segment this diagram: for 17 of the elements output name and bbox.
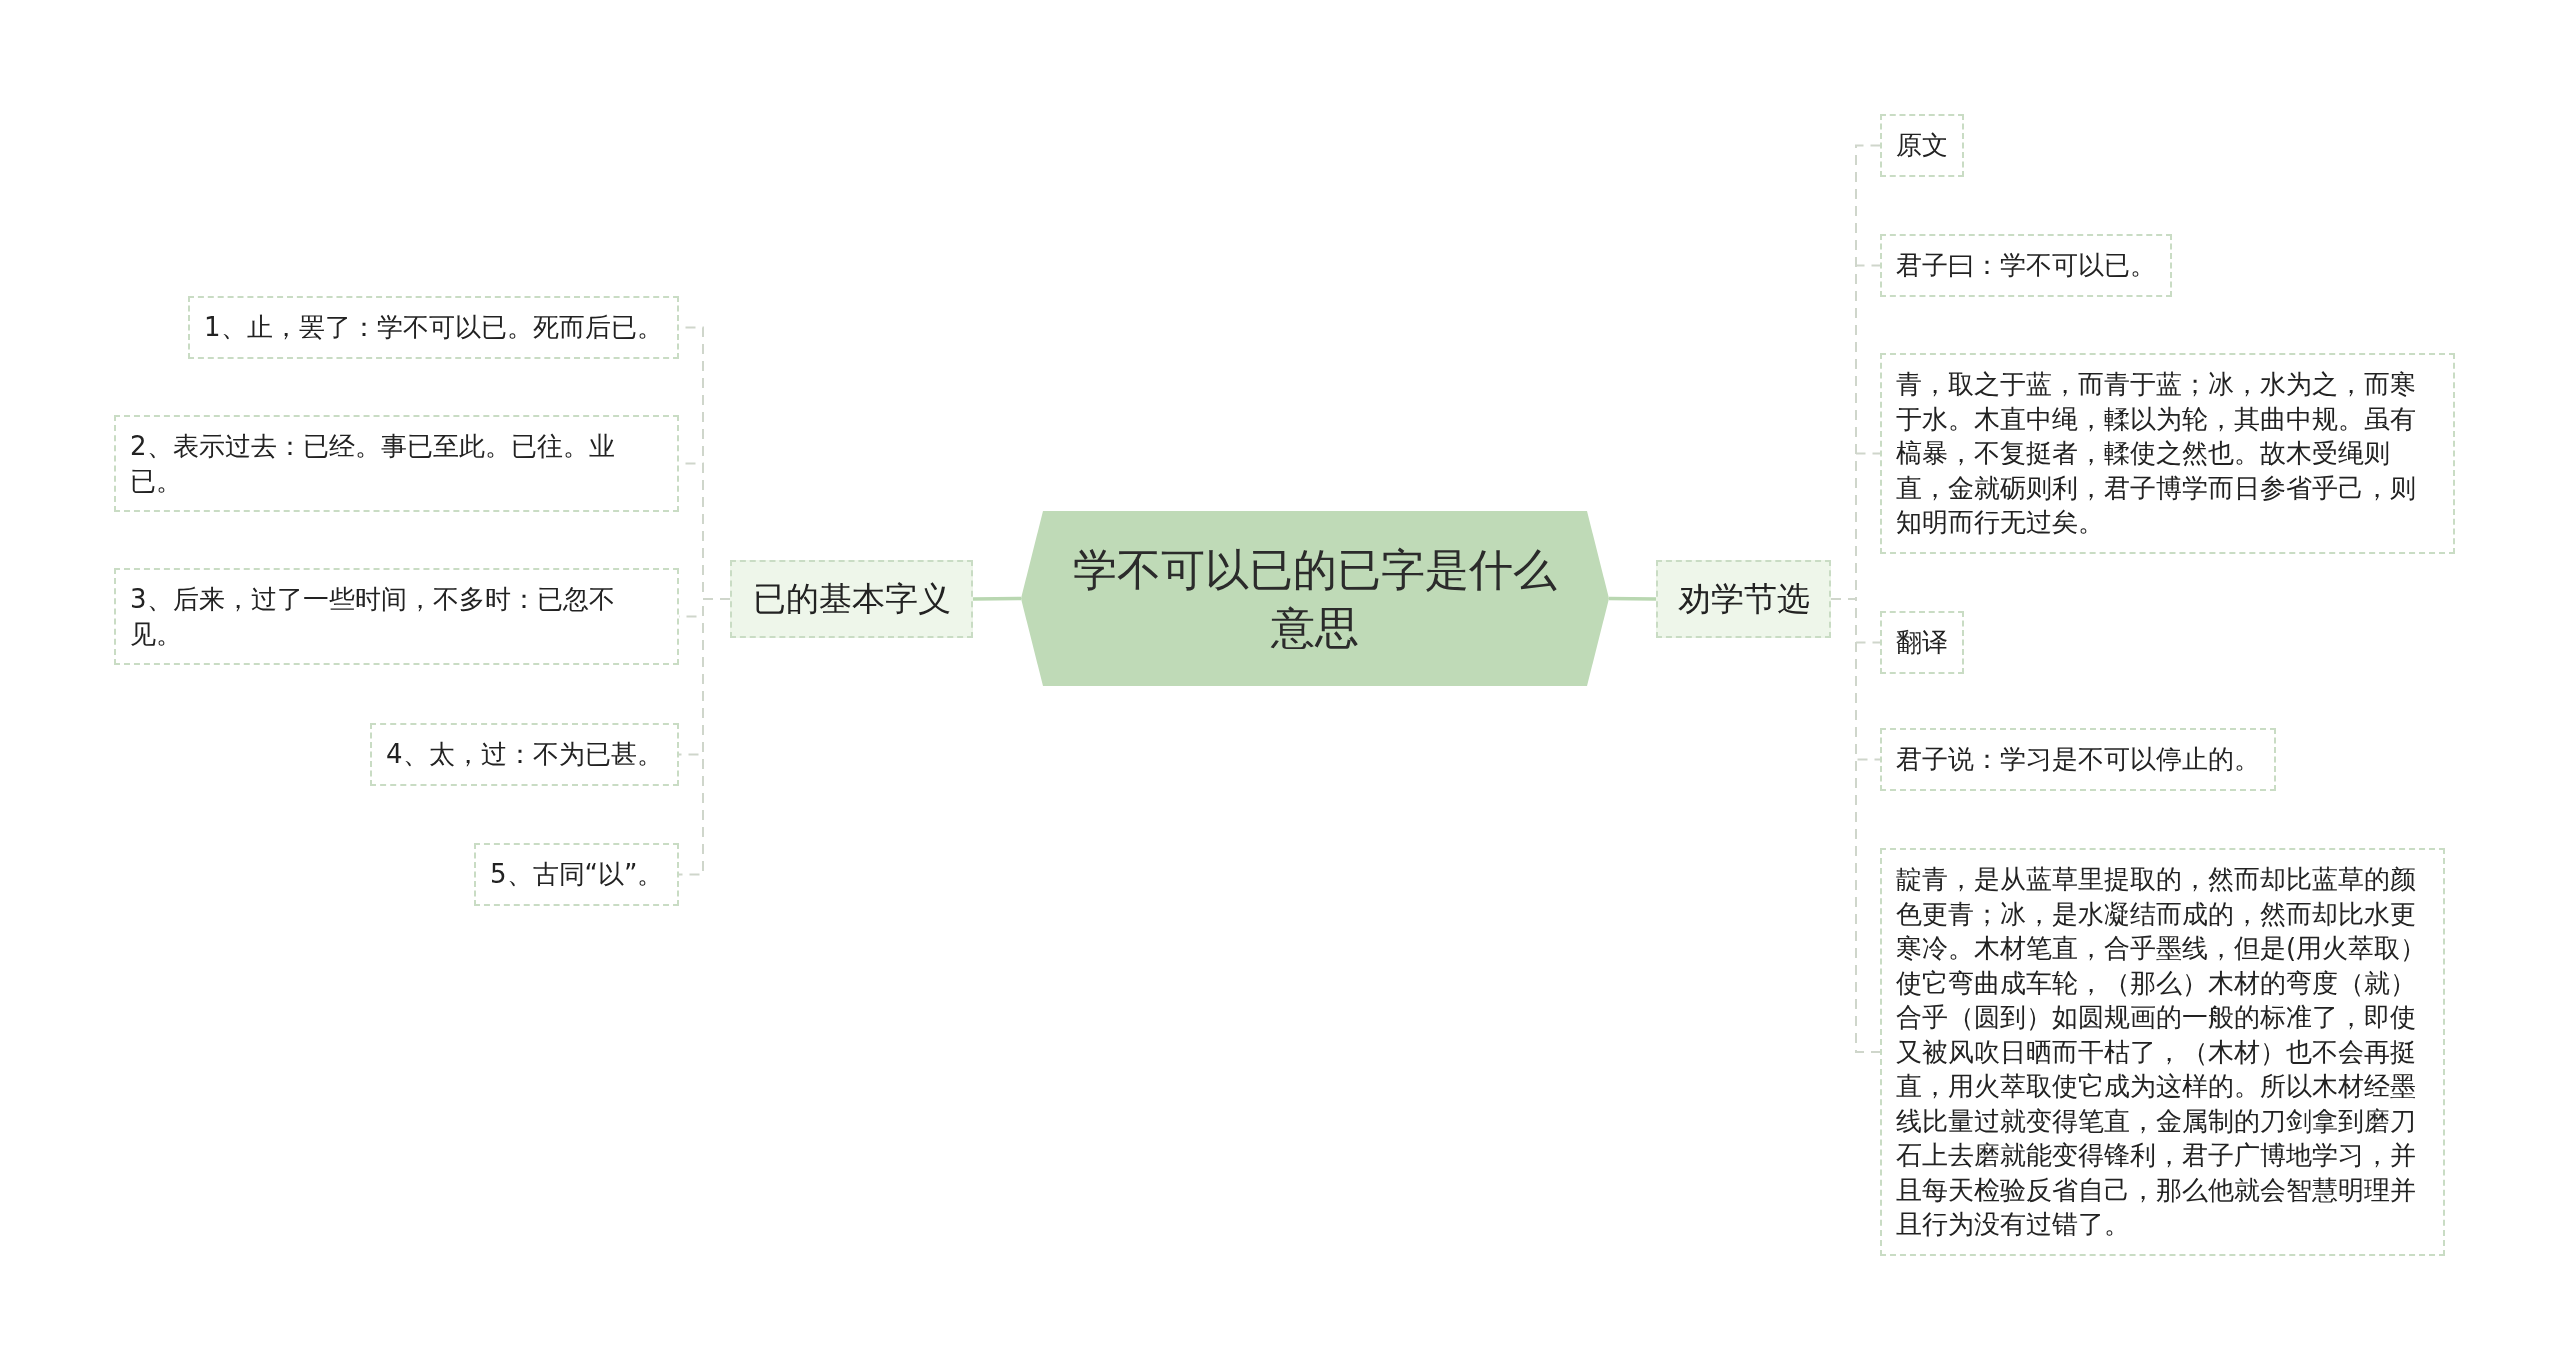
text-box: 青，取之于蓝，而青于蓝；冰，水为之，而寒于水。木直中绳，輮以为轮，其曲中规。虽有槁暴，不复挺者，輮使之然也。故木受绳则直，金就砺则利，君子博学而日参省乎己，则知明而行无过矣。 <box>1880 353 2455 554</box>
text-box: 2、表示过去：已经。事已至此。已往。业已。 <box>114 415 679 512</box>
text-box: 靛青，是从蓝草里提取的，然而却比蓝草的颜色更青；冰，是水凝结而成的，然而却比水更寒冷。木材笔直，合乎墨线，但是(用火萃取）使它弯曲成车轮，（那么）木材的弯度（就）合乎（圆到）如圆规画的一般的标准了，即使又被风吹日晒而干枯了，（木材）也不会再挺直，用火萃取使它成为这样的。所以木材经墨线比量过就变得笔直，金属制的刀剑拿到磨刀石上去磨就能变得锋利，君子广博地学习，并且每天检验反省自己，那么他就会智慧明理并且行为没有过错了。 <box>1880 848 2445 1256</box>
connector-line <box>973 596 1021 601</box>
text-box: 5、古同“以”。 <box>474 843 680 906</box>
text-box: 君子说：学习是不可以停止的。 <box>1880 728 2276 791</box>
topic-box: 劝学节选 <box>1656 560 1831 638</box>
text-box: 1、止，罢了：学不可以已。死而后已。 <box>188 296 679 359</box>
text-box: 翻译 <box>1880 611 1964 674</box>
connector-line <box>678 598 731 876</box>
central-topic: 学不可以已的已字是什么意思 <box>1021 511 1609 686</box>
text-box: 3、后来，过了一些时间，不多时：已忽不见。 <box>114 568 679 665</box>
connector-line <box>1609 596 1656 601</box>
topic-box: 已的基本字义 <box>730 560 973 638</box>
text-box: 原文 <box>1880 114 1964 177</box>
text-box: 4、太，过：不为已甚。 <box>370 723 679 786</box>
text-box: 君子曰：学不可以已。 <box>1880 234 2172 297</box>
